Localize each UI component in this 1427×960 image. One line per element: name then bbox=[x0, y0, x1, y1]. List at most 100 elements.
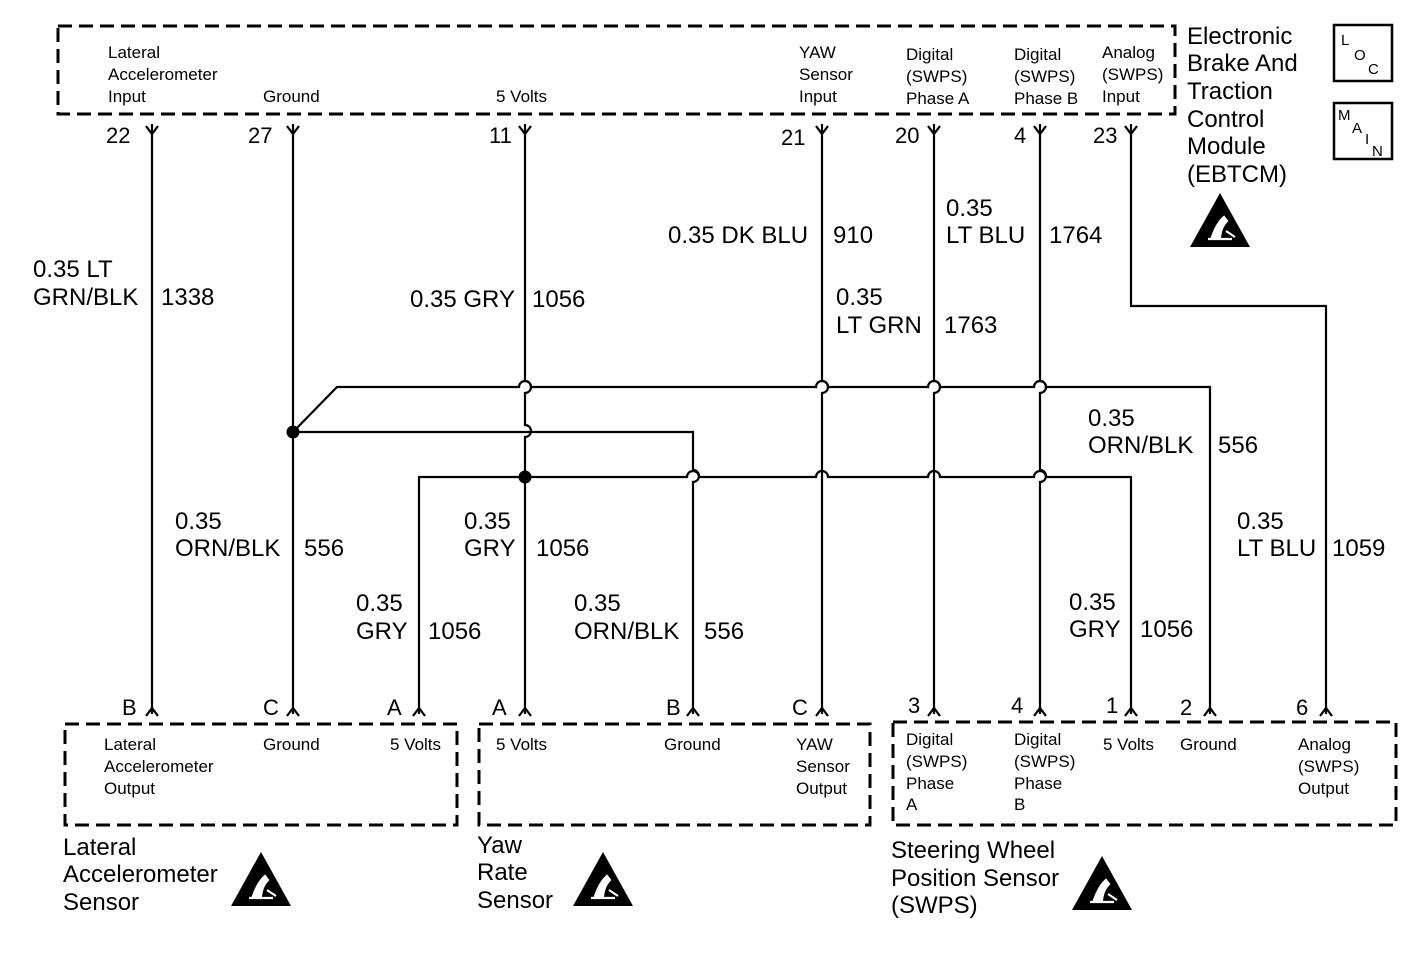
swps-label-4-line3: Phase bbox=[1014, 774, 1062, 793]
main-letter-i: I bbox=[1365, 131, 1369, 148]
splice-ground bbox=[286, 425, 300, 439]
wire-1764-size: 0.35 bbox=[946, 195, 993, 222]
ebtcm-title: Electronic Brake And Traction Control Mo… bbox=[1187, 23, 1298, 188]
sensor-terminal-chevrons bbox=[145, 706, 1333, 717]
swps-label-4-line1: Digital bbox=[1014, 730, 1061, 749]
wire-labels: 0.35 LT GRN/BLK 1338 0.35 GRY 1056 0.35 … bbox=[33, 195, 1385, 645]
yaw-pin-a: A bbox=[492, 695, 507, 720]
main-letter-a: A bbox=[1352, 120, 1362, 137]
ebtcm-label-21-line1: YAW bbox=[799, 43, 836, 62]
swps-label-1: 5 Volts bbox=[1103, 735, 1154, 754]
lat-label-a: 5 Volts bbox=[390, 735, 441, 754]
wire-556-yaw-color: ORN/BLK bbox=[574, 618, 679, 645]
main-icon: M A I N bbox=[1332, 101, 1394, 161]
lat-label-c: Ground bbox=[263, 735, 320, 754]
wire-1763-color: LT GRN bbox=[836, 312, 922, 339]
loc-letter-o: O bbox=[1354, 47, 1366, 64]
ebtcm-pin-11: 11 bbox=[489, 123, 512, 148]
wire-1056-top-circuit: 1056 bbox=[532, 286, 585, 313]
ebtcm-label-27: Ground bbox=[263, 87, 320, 106]
swps-label-3-line4: A bbox=[906, 795, 918, 814]
swps-pin-3: 3 bbox=[908, 693, 920, 718]
swps-title-line3: (SWPS) bbox=[891, 892, 978, 919]
ebtcm-label-22-line3: Input bbox=[108, 87, 146, 106]
wire-556-yaw-size: 0.35 bbox=[574, 590, 621, 617]
wire-1763 bbox=[932, 124, 942, 714]
ebtcm-label-4-line3: Phase B bbox=[1014, 89, 1078, 108]
wire-556-swps bbox=[292, 379, 1212, 714]
ebtcm-label-20-line1: Digital bbox=[906, 45, 953, 64]
lat-title-line3: Sensor bbox=[63, 889, 139, 916]
wire-1764 bbox=[1038, 124, 1048, 714]
wire-1056-swps-circuit: 1056 bbox=[1140, 616, 1193, 643]
wire-910 bbox=[820, 124, 830, 714]
wire-556-swps-size: 0.35 bbox=[1088, 405, 1135, 432]
wire-1056-swps-color: GRY bbox=[1069, 616, 1121, 643]
lateral-sensor-box bbox=[63, 722, 459, 827]
ebtcm-title-line2: Brake And bbox=[1187, 50, 1298, 77]
ebtcm-label-4-line1: Digital bbox=[1014, 45, 1061, 64]
wire-1763-size: 0.35 bbox=[836, 284, 883, 311]
loc-letter-c: C bbox=[1368, 61, 1379, 78]
swps-sensor-box bbox=[891, 720, 1398, 827]
wire-1056-yaw bbox=[523, 124, 533, 714]
lat-pin-b: B bbox=[122, 695, 137, 720]
yaw-title-line2: Rate bbox=[477, 859, 528, 886]
wire-1056-yaw-color: GRY bbox=[464, 535, 516, 562]
main-letter-m: M bbox=[1338, 107, 1351, 124]
wire-1056-lat-circuit: 1056 bbox=[428, 618, 481, 645]
ebtcm-label-23-line3: Input bbox=[1102, 87, 1140, 106]
ebtcm-label-20-line3: Phase A bbox=[906, 89, 970, 108]
wire-556-lat-color: ORN/BLK bbox=[175, 535, 280, 562]
wire-1056-yaw-circuit: 1056 bbox=[536, 535, 589, 562]
wires bbox=[150, 124, 1328, 714]
ebtcm-title-line4: Control bbox=[1187, 106, 1264, 133]
wire-556-swps-circuit: 556 bbox=[1218, 432, 1258, 459]
ebtcm-terminal-labels: Lateral Accelerometer Input Ground 5 Vol… bbox=[108, 43, 1163, 108]
swps-label-6-line2: (SWPS) bbox=[1298, 757, 1359, 776]
ebtcm-label-23-line2: (SWPS) bbox=[1102, 65, 1163, 84]
ebtcm-terminal-chevrons bbox=[145, 125, 1138, 136]
loc-letter-l: L bbox=[1341, 32, 1349, 49]
swps-pin-4: 4 bbox=[1011, 693, 1023, 718]
yaw-label-b: Ground bbox=[664, 735, 721, 754]
ebtcm-title-line1: Electronic bbox=[1187, 23, 1292, 50]
ebtcm-label-23-line1: Analog bbox=[1102, 43, 1155, 62]
yaw-sensor-box bbox=[477, 722, 872, 827]
ebtcm-pin-4: 4 bbox=[1014, 123, 1026, 148]
ebtcm-pin-27: 27 bbox=[248, 123, 272, 148]
wire-910-color: 0.35 DK BLU bbox=[668, 222, 808, 249]
yaw-label-c-line2: Sensor bbox=[796, 757, 850, 776]
ebtcm-pin-numbers: 22 27 11 21 20 4 23 bbox=[106, 123, 1117, 150]
ebtcm-label-21-line3: Input bbox=[799, 87, 837, 106]
swps-label-4-line2: (SWPS) bbox=[1014, 752, 1075, 771]
sensor-titles: Lateral Accelerometer Sensor Yaw Rate Se… bbox=[63, 832, 1059, 919]
esd-sensitive-icon bbox=[571, 850, 635, 908]
sensor-pin-numbers: B C A A B C 3 4 1 2 6 bbox=[122, 693, 1308, 720]
wire-1056-lat-size: 0.35 bbox=[356, 590, 403, 617]
swps-title-line2: Position Sensor bbox=[891, 865, 1059, 892]
ebtcm-pin-22: 22 bbox=[106, 123, 130, 148]
sensor-terminal-labels: Lateral Accelerometer Output Ground 5 Vo… bbox=[104, 730, 1359, 814]
ebtcm-pin-20: 20 bbox=[895, 123, 919, 148]
swps-label-6-line3: Output bbox=[1298, 779, 1349, 798]
wire-556-yaw-circuit: 556 bbox=[704, 618, 744, 645]
esd-sensitive-icon bbox=[1188, 191, 1252, 249]
wire-1056-swps-size: 0.35 bbox=[1069, 589, 1116, 616]
wire-1059 bbox=[1129, 124, 1328, 714]
ebtcm-label-22-line1: Lateral bbox=[108, 43, 160, 62]
esd-sensitive-icon bbox=[1070, 854, 1134, 912]
wire-1764-color: LT BLU bbox=[946, 222, 1025, 249]
swps-label-3-line3: Phase bbox=[906, 774, 954, 793]
lat-title-line1: Lateral bbox=[63, 834, 136, 861]
wire-556-lat-size: 0.35 bbox=[175, 508, 222, 535]
wire-1338-color: GRN/BLK bbox=[33, 284, 138, 311]
swps-label-6-line1: Analog bbox=[1298, 735, 1351, 754]
lat-pin-a: A bbox=[387, 695, 402, 720]
yaw-title-line1: Yaw bbox=[477, 832, 523, 859]
lat-label-b-line3: Output bbox=[104, 779, 155, 798]
lat-label-b-line2: Accelerometer bbox=[104, 757, 214, 776]
ebtcm-label-4-line2: (SWPS) bbox=[1014, 67, 1075, 86]
swps-label-3-line2: (SWPS) bbox=[906, 752, 967, 771]
swps-label-4-line4: B bbox=[1014, 795, 1025, 814]
